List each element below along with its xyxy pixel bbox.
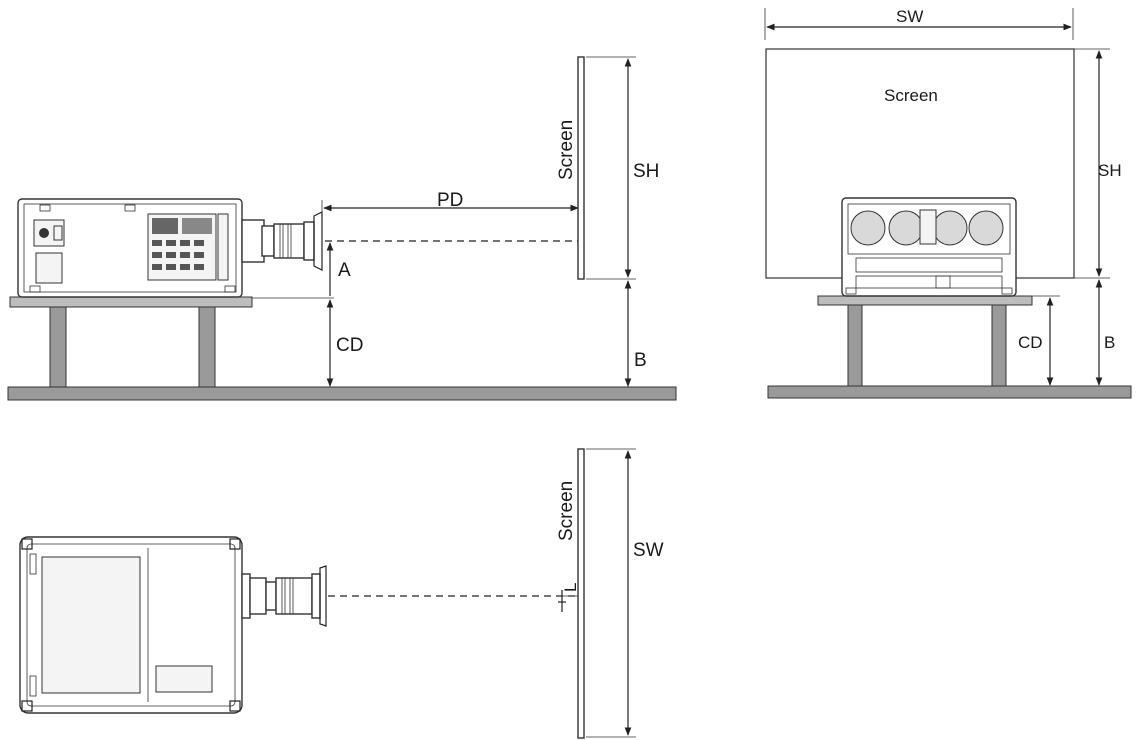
b-side-label: B [634, 350, 647, 371]
l-top-label: L [561, 583, 580, 592]
cd-side-label: CD [336, 335, 363, 356]
front-projector [841, 197, 1017, 297]
top-lens [241, 565, 327, 627]
front-table-leg-left [847, 304, 863, 387]
screen-front-label: Screen [884, 86, 938, 105]
side-table-leg-right [198, 305, 216, 388]
side-floor [7, 386, 677, 401]
side-lens [241, 211, 323, 271]
side-projector [17, 198, 243, 298]
top-view: L Screen SW [19, 448, 664, 739]
front-floor [767, 385, 1132, 399]
screen-top-label: Screen [556, 481, 577, 541]
top-projector [19, 536, 243, 714]
a-label: A [338, 260, 351, 281]
top-screen [577, 448, 585, 739]
sw-front-label: SW [896, 7, 923, 26]
cd-front-label: CD [1018, 333, 1043, 352]
side-table-top [9, 296, 253, 308]
front-table-leg-right [991, 304, 1007, 387]
front-table-top [817, 295, 1033, 306]
front-view: SW Screen SH B [764, 7, 1132, 399]
b-front-label: B [1104, 333, 1115, 352]
sh-side-label: SH [633, 161, 659, 182]
side-table-leg-left [49, 305, 67, 388]
side-screen [577, 56, 585, 280]
screen-side-label: Screen [556, 120, 577, 180]
sh-front-label: SH [1098, 161, 1122, 180]
pd-label: PD [437, 190, 463, 211]
side-view: PD A CD Screen SH B [7, 56, 677, 401]
sw-top-label: SW [633, 540, 664, 561]
